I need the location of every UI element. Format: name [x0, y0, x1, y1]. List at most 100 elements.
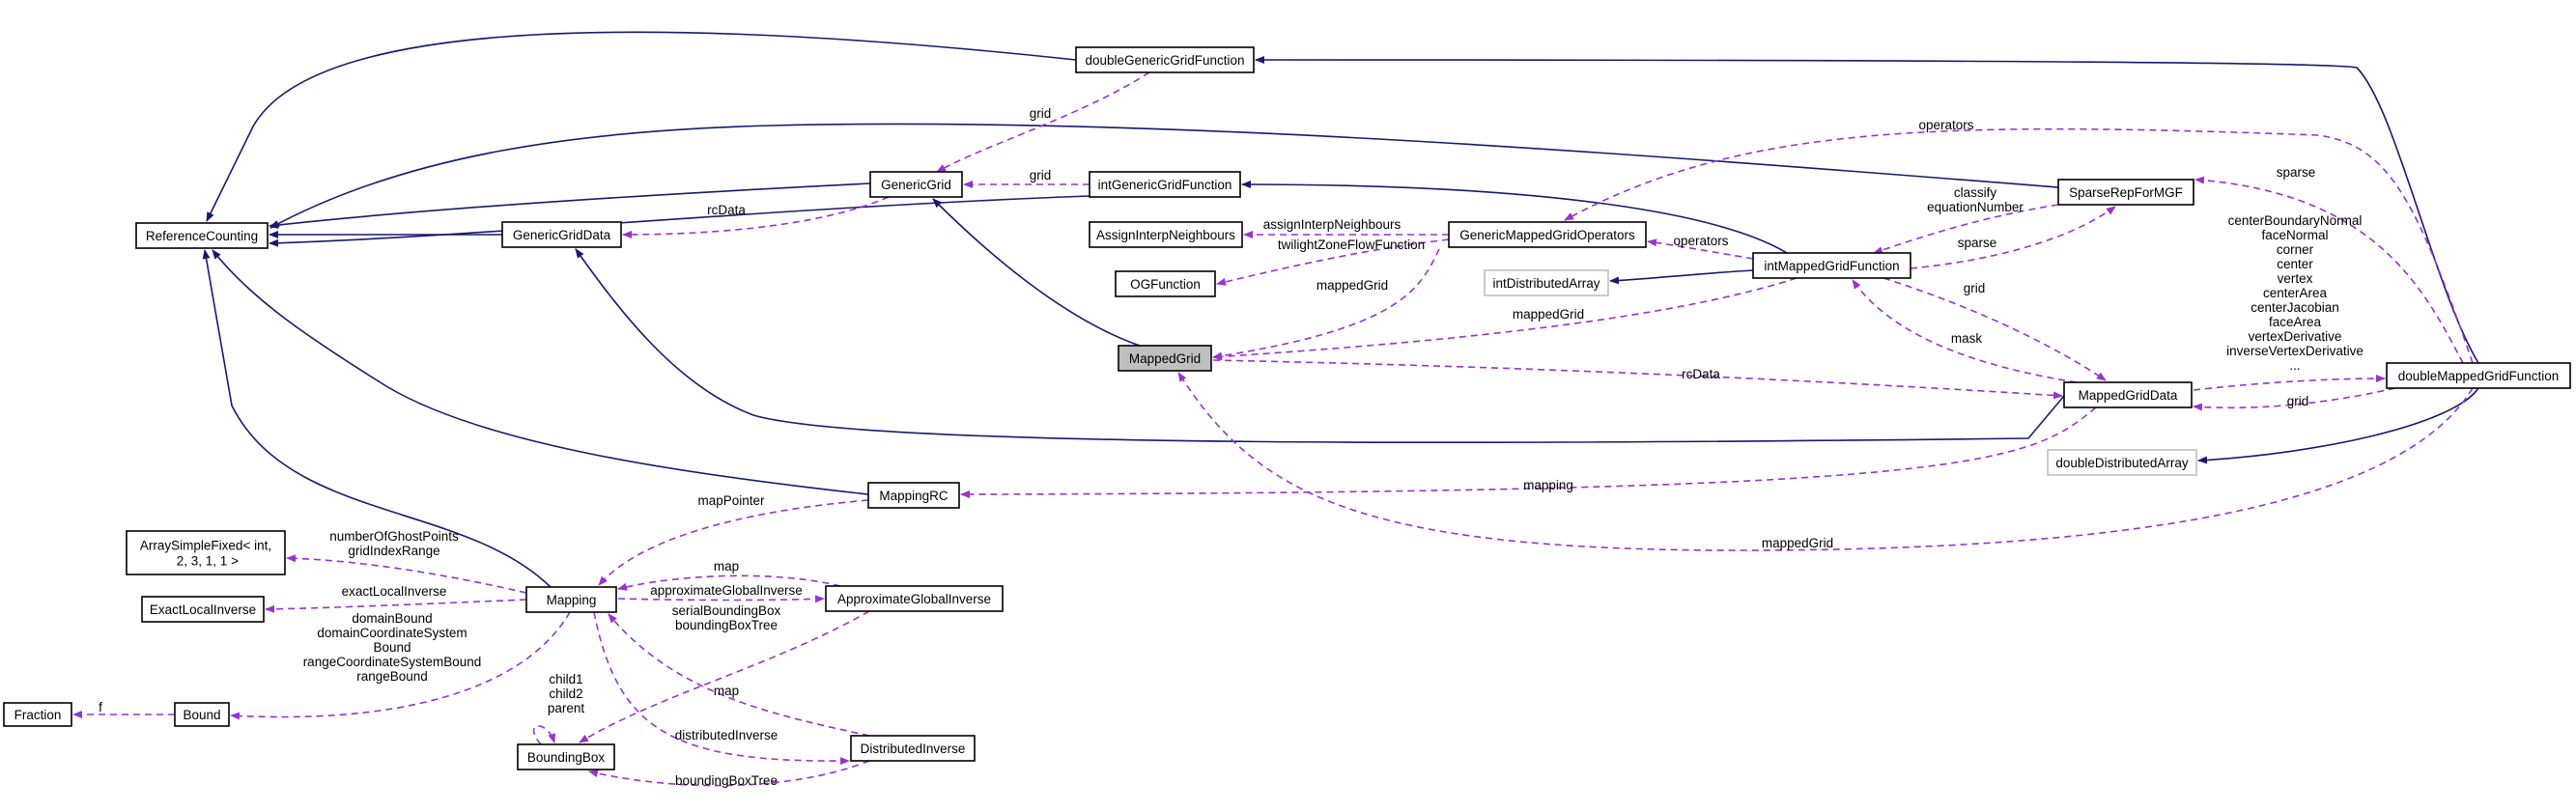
edge-map-asf — [286, 554, 527, 594]
edge-imgf-iggf — [1241, 181, 1788, 254]
edge-mgd-mrc — [960, 406, 2097, 498]
class-node-label: doubleMappedGridFunction — [2398, 369, 2560, 383]
edge-gmgo-ogf — [1216, 238, 1450, 286]
edge-label: operators — [1918, 118, 1973, 132]
edge-label: approximateGlobalInverse — [650, 583, 803, 598]
edge-label: f — [99, 700, 102, 714]
class-node-genericmappedgridoperators[interactable]: GenericMappedGridOperators — [1448, 221, 1647, 248]
class-node-label: intDistributedArray — [1492, 276, 1599, 291]
edge-bb-bb — [532, 725, 556, 745]
class-node-intmappedgridfunction[interactable]: intMappedGridFunction — [1752, 252, 1911, 279]
class-node-doublegenericgridfunction[interactable]: doubleGenericGridFunction — [1075, 46, 1255, 73]
class-node-referencecounting[interactable]: ReferenceCounting — [135, 222, 269, 249]
edge-dmgf-gmgo — [1564, 127, 2474, 364]
edge-label: mappedGrid — [1316, 278, 1388, 293]
class-node-doubledistributedarray[interactable]: doubleDistributedArray — [2047, 449, 2197, 476]
edge-imgf-sparse — [1910, 206, 2116, 269]
class-node-label: MappedGrid — [1129, 351, 1201, 366]
edge-imgf-gmgo — [1647, 238, 1754, 260]
class-node-mappedgrid[interactable]: MappedGrid — [1118, 345, 1212, 372]
class-node-label: intMappedGridFunction — [1764, 259, 1899, 273]
class-node-label: Bound — [183, 708, 220, 722]
class-node-label: BoundingBox — [527, 750, 606, 765]
class-node-label: doubleDistributedArray — [2055, 456, 2189, 470]
class-node-fraction[interactable]: Fraction — [3, 702, 72, 727]
class-node-assigninterpneighbours[interactable]: AssignInterpNeighbours — [1089, 221, 1243, 248]
edge-map-rc — [202, 249, 552, 588]
class-node-label: DistributedInverse — [861, 742, 966, 756]
class-node-label: ArraySimpleFixed< int, 2, 3, 1, 1 > — [140, 539, 271, 569]
class-node-mapping[interactable]: Mapping — [525, 586, 617, 613]
edge-label: rcData — [1682, 367, 1720, 381]
class-node-label: Mapping — [547, 593, 597, 607]
edge-mg-gg — [932, 198, 1141, 347]
class-node-label: MappedGridData — [2079, 388, 2178, 403]
edge-gmgo-mg — [1212, 248, 1440, 360]
edge-label: assignInterpNeighbours — [1263, 217, 1401, 232]
edge-mg-mgd — [1212, 359, 2063, 400]
edge-label: boundingBoxTree — [675, 773, 778, 788]
class-node-label: OGFunction — [1130, 277, 1201, 292]
edge-map-agi — [617, 595, 825, 603]
class-node-label: Fraction — [14, 708, 62, 722]
edge-label: mappedGrid — [1762, 536, 1833, 550]
class-node-label: AssignInterpNeighbours — [1096, 228, 1235, 242]
class-node-label: GenericGridData — [513, 228, 611, 242]
class-node-bound[interactable]: Bound — [174, 702, 230, 727]
class-node-intdistributedarray[interactable]: intDistributedArray — [1484, 269, 1609, 296]
edge-mgd-ggd — [575, 248, 2065, 444]
class-node-label: ApproximateGlobalInverse — [837, 592, 991, 606]
edge-label: exactLocalInverse — [342, 584, 447, 599]
edge-labels-layer: gridgridrcDataoperatorssparseassignInter… — [99, 106, 2364, 788]
edge-imgf-mg — [1212, 277, 1798, 361]
edge-label: mapping — [1523, 478, 1573, 492]
edge-mgd-imgf — [1852, 279, 2078, 383]
edge-label: rcData — [707, 203, 746, 217]
class-node-approxglobalinverse[interactable]: ApproximateGlobalInverse — [825, 585, 1004, 612]
edge-dggf-gg — [936, 71, 1150, 173]
class-node-label: ReferenceCounting — [146, 229, 258, 243]
edge-mrc-map — [598, 499, 869, 586]
class-node-label: GenericGrid — [881, 178, 951, 192]
edge-mrc-rc — [212, 249, 869, 495]
class-node-exactlocalinverse[interactable]: ExactLocalInverse — [141, 596, 265, 623]
class-node-label: intGenericGridFunction — [1098, 178, 1232, 192]
class-node-intgenericgridfunction[interactable]: intGenericGridFunction — [1089, 171, 1241, 198]
edge-gg-rc — [269, 182, 871, 229]
class-node-genericgriddata[interactable]: GenericGridData — [501, 221, 622, 248]
edge-iggf-rc — [269, 195, 1090, 247]
class-node-arraysimplefixed[interactable]: ArraySimpleFixed< int, 2, 3, 1, 1 > — [126, 530, 286, 575]
edge-dmgf-sparse — [2194, 176, 2464, 364]
edge-label: grid — [2287, 394, 2309, 408]
class-node-doublemappedgridfunction[interactable]: doubleMappedGridFunction — [2386, 362, 2571, 389]
class-node-label: GenericMappedGridOperators — [1459, 228, 1635, 242]
class-node-genericgrid[interactable]: GenericGrid — [869, 171, 963, 198]
edge-map-di — [593, 611, 850, 766]
edge-di-bb — [588, 760, 870, 787]
edge-di-map — [608, 613, 870, 737]
edge-label: map — [714, 684, 739, 698]
class-node-distributedinverse[interactable]: DistributedInverse — [850, 735, 976, 762]
class-node-label: SparseRepForMGF — [2069, 185, 2183, 200]
class-node-ogfunction[interactable]: OGFunction — [1115, 270, 1216, 297]
class-node-mappingrc[interactable]: MappingRC — [867, 482, 960, 509]
class-node-sparserepformgf[interactable]: SparseRepForMGF — [2057, 179, 2194, 206]
edge-label: operators — [1673, 234, 1728, 248]
class-node-mappedgriddata[interactable]: MappedGridData — [2063, 381, 2193, 408]
edge-label: twilightZoneFlowFunction — [1278, 238, 1425, 252]
edge-map-bound — [230, 611, 571, 720]
edge-map-eli — [265, 599, 527, 613]
edge-imgf-mgd — [1882, 277, 2107, 381]
edge-label: grid — [1964, 281, 1986, 295]
class-node-label: doubleGenericGridFunction — [1085, 53, 1244, 68]
edge-mgd-dmgf — [2193, 375, 2386, 391]
class-node-label: ExactLocalInverse — [150, 602, 256, 617]
class-node-boundingbox[interactable]: BoundingBox — [517, 743, 615, 770]
edge-agi-map — [617, 574, 841, 591]
